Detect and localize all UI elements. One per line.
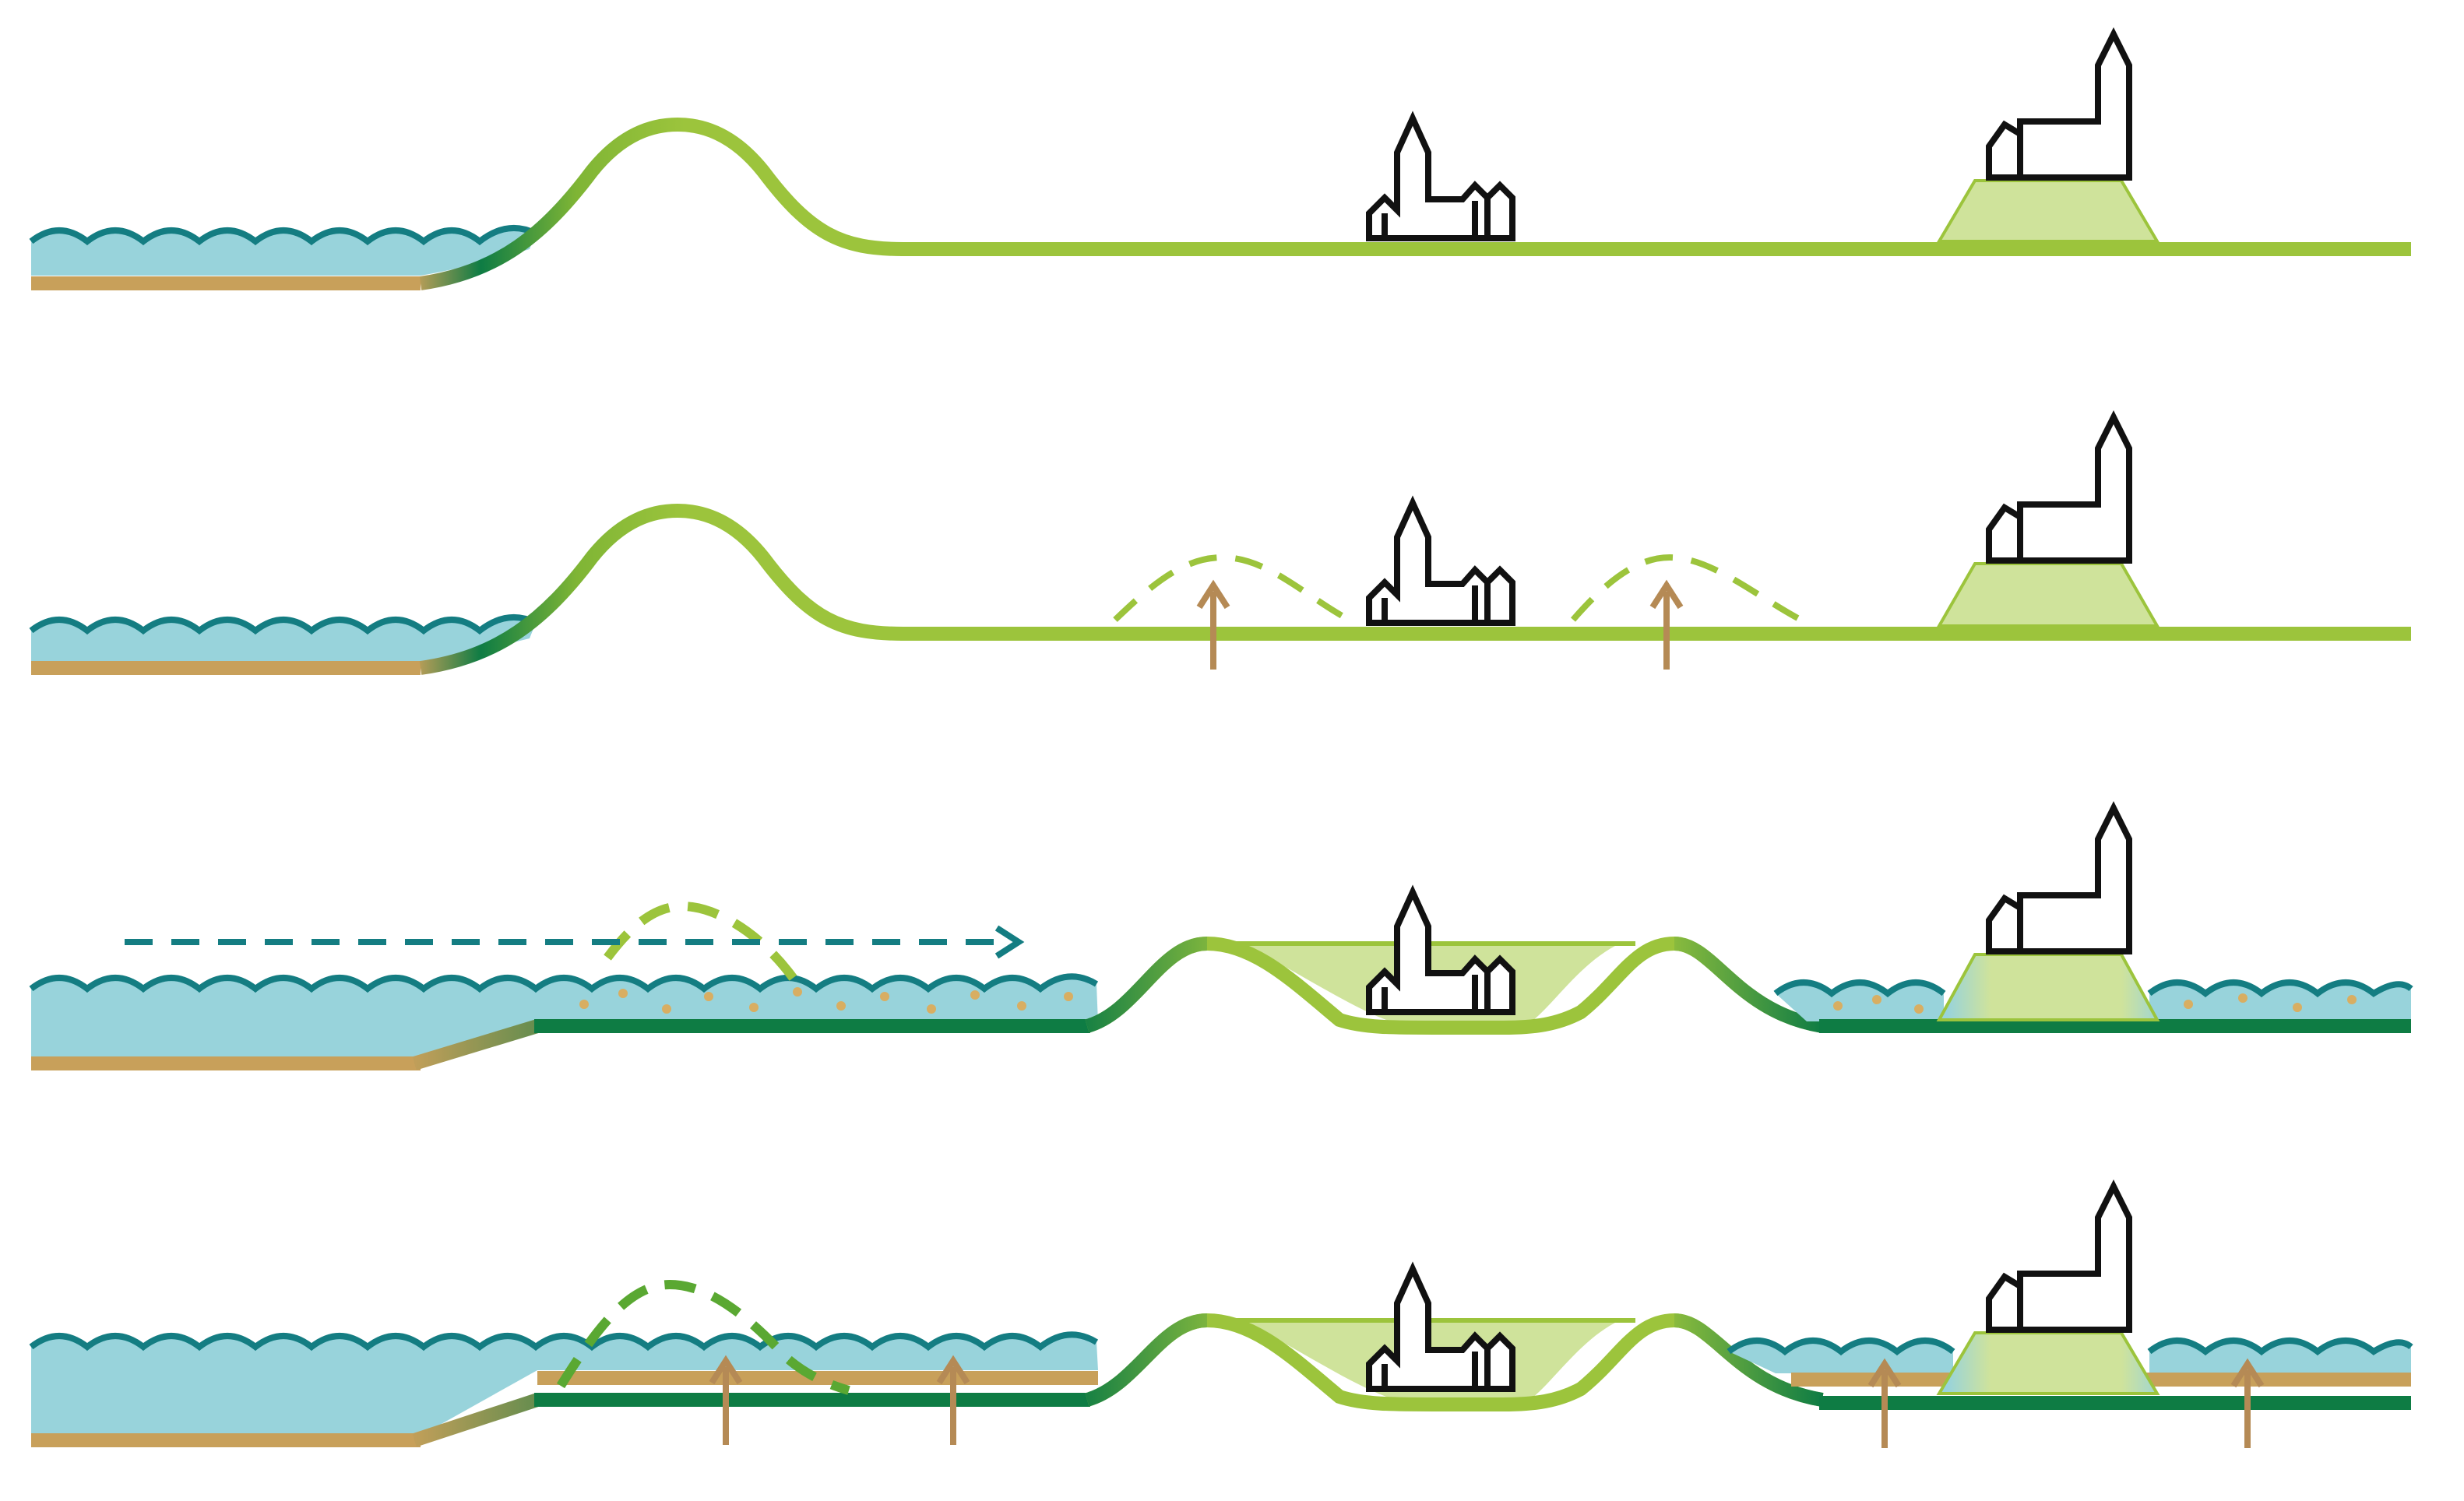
water-area bbox=[29, 613, 537, 662]
church-icon bbox=[1369, 503, 1512, 623]
future-raised-level bbox=[1113, 554, 1357, 626]
water-area bbox=[29, 1331, 1099, 1436]
sediment-dots bbox=[1833, 993, 2357, 1014]
dike bbox=[419, 117, 904, 290]
seabed-slope bbox=[412, 1019, 540, 1070]
church-icon bbox=[1369, 118, 1512, 238]
terp-mound bbox=[1936, 179, 2160, 243]
former-dike-outline bbox=[556, 1279, 850, 1395]
panel-4 bbox=[29, 1186, 2413, 1448]
panel-3 bbox=[29, 808, 2413, 1070]
water-area bbox=[29, 973, 1099, 1059]
panel-2 bbox=[29, 417, 2411, 675]
flow-arrow-icon bbox=[125, 925, 1025, 959]
seabed-slope bbox=[412, 1393, 540, 1447]
dike bbox=[419, 503, 904, 675]
church-icon bbox=[1989, 808, 2129, 951]
sediment-dots bbox=[579, 987, 1073, 1014]
terp-mound bbox=[1936, 1331, 2160, 1395]
water-area bbox=[1773, 979, 2413, 1021]
dike-right-slope bbox=[1674, 937, 1824, 1033]
water-area bbox=[1727, 1338, 2413, 1373]
dike-right-slope bbox=[1674, 1313, 1824, 1407]
terp-mound bbox=[1936, 953, 2160, 1021]
future-raised-level bbox=[1570, 554, 1808, 626]
church-icon bbox=[1989, 417, 2129, 561]
church-icon bbox=[1989, 1186, 2129, 1330]
water-area bbox=[29, 224, 537, 276]
dike-left-slope bbox=[1085, 937, 1208, 1033]
church-icon bbox=[1989, 34, 2129, 178]
panel-1 bbox=[29, 34, 2411, 290]
dike-left-slope bbox=[1085, 1313, 1208, 1407]
terp-mound bbox=[1936, 562, 2160, 627]
